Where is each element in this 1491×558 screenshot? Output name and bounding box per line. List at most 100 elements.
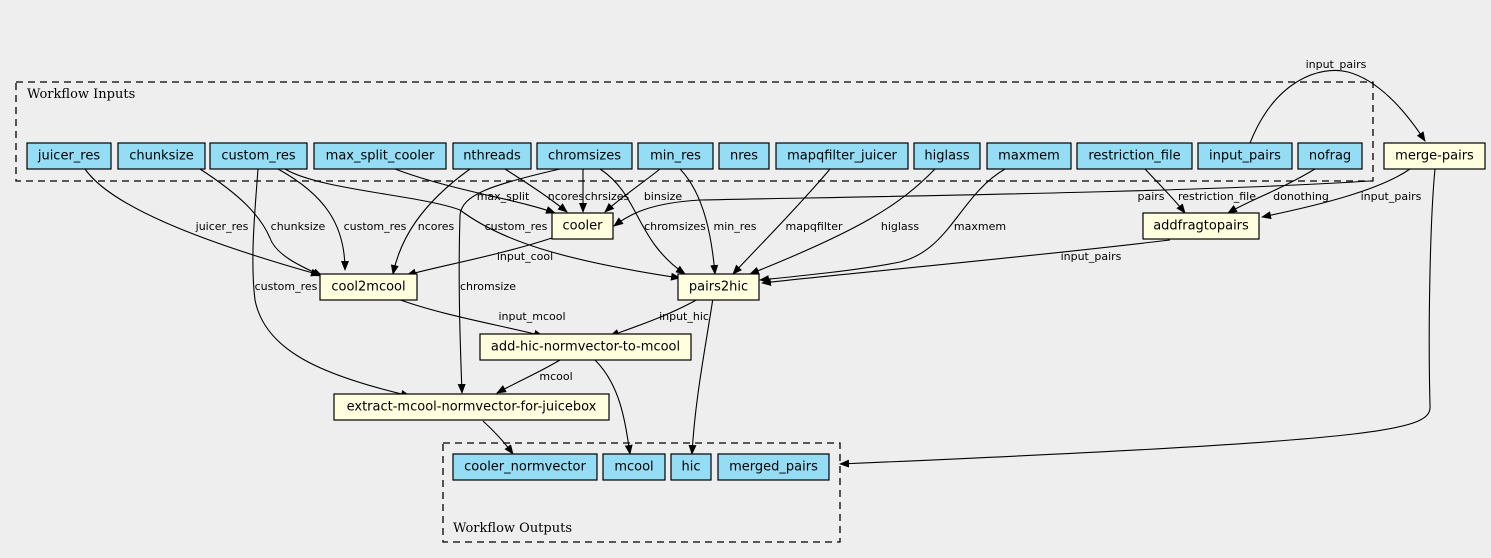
svg-text:juicer_res: juicer_res <box>37 149 101 164</box>
svg-text:min_res: min_res <box>650 149 701 164</box>
edge-label-donothing: donothing <box>1273 190 1329 203</box>
svg-text:chunksize: chunksize <box>129 149 194 164</box>
edge-label-chromsize: chromsize <box>460 280 516 293</box>
svg-text:cooler_normvector: cooler_normvector <box>464 460 586 475</box>
edge-label-chunksize: chunksize <box>271 220 326 233</box>
input-node-nofrag[interactable]: nofrag <box>1297 142 1363 170</box>
edge-nthreads-cooler <box>504 168 568 213</box>
input-node-mapqfilter-juicer[interactable]: mapqfilter_juicer <box>775 142 909 170</box>
edge-max-split <box>394 168 556 214</box>
svg-text:hic: hic <box>682 460 701 475</box>
edge-addhic-mcool <box>594 359 633 455</box>
edge-label-max-split: max_split <box>477 190 530 203</box>
svg-text:mapqfilter_juicer: mapqfilter_juicer <box>787 149 897 164</box>
output-node-hic[interactable]: hic <box>670 453 712 481</box>
edge-higlass <box>749 168 936 275</box>
step-node-extract-mcool[interactable]: extract-mcool-normvector-for-juicebox <box>333 393 610 421</box>
svg-text:nofrag: nofrag <box>1309 149 1351 164</box>
output-node-merged-pairs[interactable]: merged_pairs <box>717 453 830 481</box>
svg-text:higlass: higlass <box>924 149 969 164</box>
svg-text:nres: nres <box>730 149 758 164</box>
step-node-cooler[interactable]: cooler <box>551 212 614 240</box>
svg-text:nthreads: nthreads <box>463 149 521 164</box>
edge-merge-cooler <box>613 180 1371 227</box>
output-node-mcool[interactable]: mcool <box>602 453 666 481</box>
step-node-merge-pairs[interactable]: merge-pairs <box>1383 142 1486 170</box>
edge-label-custom-res-extract: custom_res <box>255 280 318 293</box>
edge-label-min-res: min_res <box>713 220 756 233</box>
edge-chromsizes-pairs2hic <box>599 168 686 275</box>
edge-label-maxmem: maxmem <box>954 220 1006 233</box>
step-node-add-hic-normvector[interactable]: add-hic-normvector-to-mcool <box>479 333 692 361</box>
edge-label-custom-res-cool2mcool: custom_res <box>344 220 407 233</box>
svg-text:mcool: mcool <box>614 460 653 475</box>
output-nodes: cooler_normvector mcool hic merged_pairs <box>452 453 830 481</box>
edge-min-res-cooler <box>604 168 661 213</box>
edge-cool2mcool-addhic <box>394 297 544 338</box>
svg-text:cool2mcool: cool2mcool <box>331 280 405 295</box>
edge-chromsizes-extract <box>457 168 561 394</box>
svg-text:extract-mcool-normvector-for-j: extract-mcool-normvector-for-juicebox <box>347 400 597 415</box>
step-node-addfragtopairs[interactable]: addfragtopairs <box>1142 212 1260 240</box>
svg-text:add-hic-normvector-to-mcool: add-hic-normvector-to-mcool <box>491 340 680 355</box>
edge-nofrag <box>1227 168 1316 214</box>
svg-text:maxmem: maxmem <box>998 149 1060 164</box>
edge-label-chrsizes: chrsizes <box>585 190 630 203</box>
input-node-custom-res[interactable]: custom_res <box>209 142 308 170</box>
edge-custom-res-cool2mcool <box>277 168 349 271</box>
step-node-pairs2hic[interactable]: pairs2hic <box>677 273 760 301</box>
edge-merge-merged-pairs <box>839 168 1436 468</box>
edge-cooler-cool2mcool <box>406 237 553 277</box>
edge-juicer-res <box>84 168 321 277</box>
input-node-higlass[interactable]: higlass <box>913 142 981 170</box>
edges <box>84 69 1436 468</box>
edge-label-input-mcool: input_mcool <box>498 310 565 323</box>
edge-labels: input_pairs juicer_res chunksize custom_… <box>195 58 1422 383</box>
edge-merge-addfrag <box>1261 168 1411 220</box>
edge-label-higlass: higlass <box>881 220 920 233</box>
edge-label-chromsizes: chromsizes <box>644 220 706 233</box>
svg-text:merged_pairs: merged_pairs <box>729 460 818 475</box>
svg-text:pairs2hic: pairs2hic <box>689 280 748 295</box>
input-node-chunksize[interactable]: chunksize <box>117 142 206 170</box>
edge-addhic-extract <box>496 359 561 394</box>
edge-label-restriction-file: restriction_file <box>1178 190 1256 203</box>
svg-text:input_pairs: input_pairs <box>1209 149 1281 164</box>
edge-addfrag-pairs2hic <box>761 239 1171 286</box>
workflow-outputs-label: Workflow Outputs <box>453 521 572 536</box>
workflow-outputs-cluster: Workflow Outputs <box>442 442 841 543</box>
output-node-cooler-normvector[interactable]: cooler_normvector <box>452 453 598 481</box>
edge-label-input-pairs-pairs2hic: input_pairs <box>1061 250 1122 263</box>
step-node-cool2mcool[interactable]: cool2mcool <box>319 273 418 301</box>
edge-pairs2hic-hic <box>688 297 714 455</box>
input-node-nthreads[interactable]: nthreads <box>452 142 532 170</box>
svg-text:cooler: cooler <box>562 219 603 234</box>
input-node-max-split-cooler[interactable]: max_split_cooler <box>313 142 447 170</box>
input-node-input-pairs[interactable]: input_pairs <box>1197 142 1293 170</box>
edge-label-mapqfilter: mapqfilter <box>785 220 842 233</box>
input-node-restriction-file[interactable]: restriction_file <box>1076 142 1193 170</box>
input-node-maxmem[interactable]: maxmem <box>986 142 1072 170</box>
edge-label-binsize: binsize <box>644 190 683 203</box>
input-node-nres[interactable]: nres <box>718 142 770 170</box>
input-node-chromsizes[interactable]: chromsizes <box>536 142 633 170</box>
input-node-juicer-res[interactable]: juicer_res <box>26 142 112 170</box>
edge-mapqfilter <box>732 168 831 275</box>
svg-text:merge-pairs: merge-pairs <box>1395 149 1474 164</box>
input-node-min-res[interactable]: min_res <box>637 142 714 170</box>
edge-custom-res-extract <box>252 168 411 398</box>
svg-text:chromsizes: chromsizes <box>548 149 621 164</box>
edge-label-ncores-cooler: ncores <box>548 190 585 203</box>
svg-text:restriction_file: restriction_file <box>1088 149 1180 164</box>
workflow-inputs-cluster: Workflow Inputs <box>15 81 1374 182</box>
edge-label-input-hic: input_hic <box>659 310 709 323</box>
edge-label-mcool: mcool <box>539 370 572 383</box>
edge-restriction-file <box>1144 168 1186 214</box>
edge-chunksize <box>199 168 323 277</box>
edge-min-res-pairs2hic <box>679 168 719 275</box>
edge-label-input-pairs-addfrag: input_pairs <box>1361 190 1422 203</box>
edge-extract-cooler-normvector <box>482 420 514 455</box>
edge-label-pairs: pairs <box>1137 190 1164 203</box>
edge-input-pairs-merge <box>1249 69 1426 144</box>
